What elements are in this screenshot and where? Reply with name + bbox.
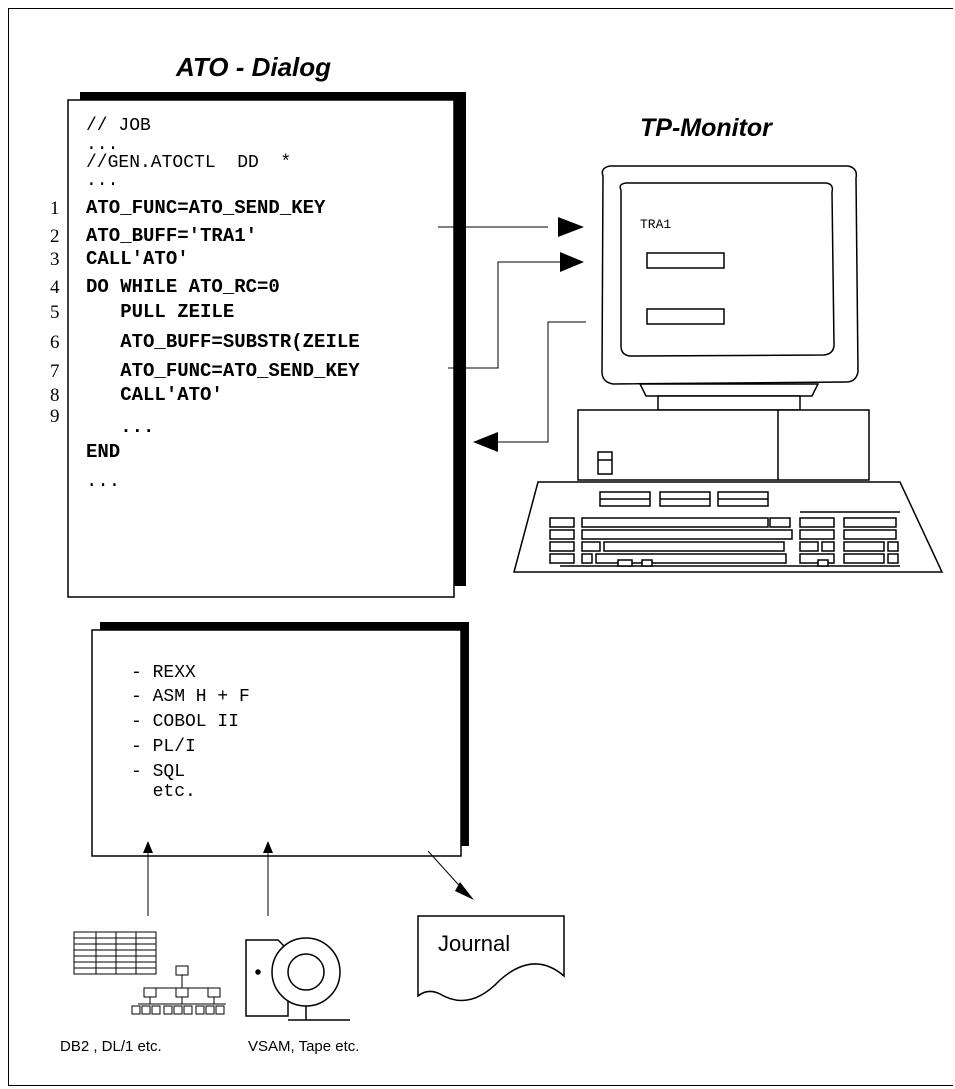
table-icon: [73, 931, 157, 975]
screen-transaction-text: TRA1: [640, 217, 672, 232]
code-line: CALL'ATO': [86, 384, 223, 406]
arrow-vsam-input: [263, 841, 273, 916]
language-item: - COBOL II: [131, 712, 240, 732]
code-line: ATO_FUNC=ATO_SEND_KEY: [86, 360, 360, 382]
journal-icon: [417, 915, 565, 1002]
hierarchy-icon: [131, 965, 226, 1015]
line-number: 8: [50, 385, 60, 406]
monitor-title: TP-Monitor: [640, 114, 772, 142]
arrow-journal-output: [427, 850, 474, 900]
code-line: ATO_FUNC=ATO_SEND_KEY: [86, 197, 326, 219]
code-line: ATO_BUFF=SUBSTR(ZEILE: [86, 331, 360, 353]
code-line: PULL ZEILE: [86, 301, 235, 323]
language-item: - REXX: [131, 663, 196, 683]
code-line: CALL'ATO': [86, 248, 189, 270]
arrow-db-input: [143, 841, 153, 916]
line-number: 2: [50, 226, 60, 247]
language-item: - SQL: [131, 762, 186, 782]
vsam-source-label: VSAM, Tape etc.: [248, 1038, 360, 1055]
code-line: DO WHILE ATO_RC=0: [86, 276, 280, 298]
figure-frame: [8, 8, 953, 1086]
computer-icon: [513, 165, 944, 573]
code-header-line: //GEN.ATOCTL DD *: [86, 153, 292, 173]
line-number: 5: [50, 302, 60, 323]
line-number: 3: [50, 249, 60, 270]
line-number: 7: [50, 361, 60, 382]
db-source-label: DB2 , DL/1 etc.: [60, 1038, 162, 1055]
code-header-line: // JOB: [86, 116, 151, 136]
tape-icon: [245, 937, 350, 1021]
line-number: 4: [50, 277, 60, 298]
code-end-line: END: [86, 441, 121, 463]
arrow-response: [473, 321, 586, 452]
code-line: ATO_BUFF='TRA1': [86, 225, 258, 247]
code-header-line: ...: [86, 135, 119, 155]
dialog-panel: [67, 92, 466, 598]
language-item: - PL/I: [131, 737, 196, 757]
language-item: - ASM H + F: [131, 687, 250, 707]
line-number: 6: [50, 332, 60, 353]
arrow-send-key-1: [438, 217, 584, 237]
code-line: ...: [86, 416, 155, 438]
line-number: 9: [50, 406, 60, 427]
code-header-line: ...: [86, 171, 119, 191]
dialog-title: ATO - Dialog: [176, 52, 332, 82]
line-number: 1: [50, 198, 60, 219]
language-item: etc.: [131, 782, 196, 802]
code-tail-line: ...: [86, 470, 121, 492]
journal-label: Journal: [438, 931, 511, 956]
arrow-send-key-2: [448, 252, 584, 369]
languages-panel: [91, 622, 469, 857]
